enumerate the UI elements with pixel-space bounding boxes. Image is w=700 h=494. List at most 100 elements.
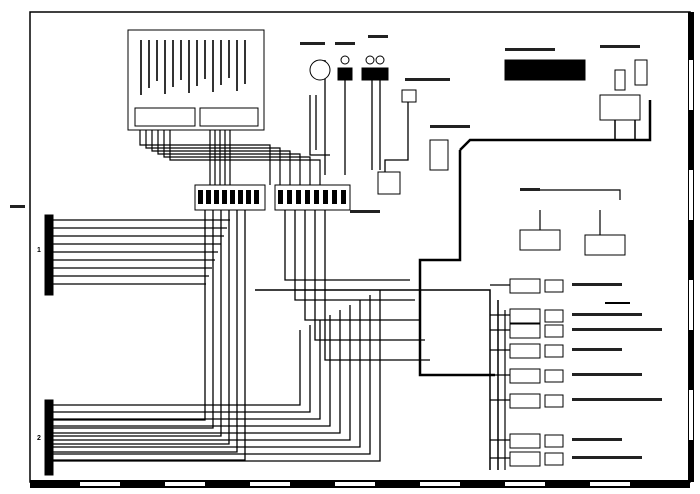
component [544, 324, 564, 338]
component-label [572, 456, 642, 459]
grid-cell [165, 482, 205, 486]
pin [341, 190, 346, 204]
wire [304, 210, 420, 321]
label-text [430, 125, 470, 128]
wire [139, 126, 271, 185]
grid-cell [420, 482, 460, 486]
component-label [572, 328, 662, 331]
component-label [572, 348, 622, 351]
wire [53, 210, 246, 461]
component-connector [509, 343, 541, 359]
module-connector [199, 107, 259, 127]
wire [53, 210, 230, 445]
vertical-text [212, 40, 214, 92]
component [544, 452, 564, 466]
wire [284, 210, 410, 281]
label-text [600, 45, 640, 48]
pin [238, 190, 243, 204]
vertical-text [140, 40, 142, 95]
drawing-frame [29, 11, 694, 488]
label-text [300, 42, 325, 45]
vertical-text [196, 40, 198, 86]
grid-cell [689, 170, 693, 220]
wire [53, 295, 371, 455]
wire [53, 305, 351, 441]
component-label [572, 438, 622, 441]
pin [206, 190, 211, 204]
main-harness [418, 150, 495, 377]
battery-2 [584, 234, 626, 256]
module-connector [134, 107, 196, 127]
component [544, 369, 564, 383]
label-text [405, 78, 450, 81]
vertical-text [172, 40, 174, 87]
label-text [520, 188, 540, 191]
wire [324, 210, 430, 361]
component-connector [509, 433, 541, 449]
right-connector [599, 94, 641, 121]
wire [53, 210, 238, 453]
vertical-text [244, 40, 246, 84]
central-connector-b [274, 184, 351, 211]
connector-c [377, 171, 401, 195]
component-connector [509, 451, 541, 467]
component-connector [509, 323, 541, 339]
component-label [572, 313, 642, 316]
wire [53, 325, 311, 413]
left-connector-2 [44, 399, 54, 476]
sensor-connector [361, 67, 389, 81]
wire [151, 126, 291, 185]
wire [255, 289, 491, 470]
component-connector [509, 368, 541, 384]
vertical-text [156, 40, 158, 81]
wire [163, 126, 311, 185]
pin [198, 190, 203, 204]
main-harness [459, 100, 652, 151]
pin [222, 190, 227, 204]
component-label [572, 373, 642, 376]
sensor-right [634, 59, 648, 86]
pin [278, 190, 283, 204]
component-label [572, 283, 622, 286]
wire [53, 210, 206, 421]
label-text [335, 42, 355, 45]
component-connector [509, 278, 541, 294]
left-connector-1 [44, 214, 54, 296]
sensor-right [614, 69, 626, 91]
label-text [505, 48, 555, 51]
component [544, 309, 564, 323]
battery-1 [519, 229, 561, 251]
wire [53, 315, 331, 427]
label-text [10, 205, 25, 208]
component [544, 434, 564, 448]
wire [53, 210, 222, 437]
wire-bundle [53, 60, 652, 470]
sensor-connector [337, 67, 353, 81]
sensor [340, 55, 350, 65]
vertical-text [236, 40, 238, 91]
pin [296, 190, 301, 204]
vertical-text [188, 40, 190, 93]
connector-2-label: 2 [37, 435, 41, 442]
right-grid-bar [688, 12, 694, 482]
wire [169, 126, 321, 185]
reference-table [504, 59, 586, 81]
pin [305, 190, 310, 204]
connector-d [429, 139, 449, 171]
pin [314, 190, 319, 204]
distributor [309, 59, 331, 81]
ground-label [605, 302, 630, 304]
grid-cell [689, 60, 693, 110]
wire [294, 210, 415, 301]
wire [309, 95, 330, 156]
pin [230, 190, 235, 204]
grid-cell [80, 482, 120, 486]
sensor [375, 55, 385, 65]
component [544, 394, 564, 408]
wire [53, 290, 381, 462]
wire [384, 90, 409, 175]
grid-cell [505, 482, 545, 486]
wire [157, 126, 301, 185]
component-connector [509, 393, 541, 409]
